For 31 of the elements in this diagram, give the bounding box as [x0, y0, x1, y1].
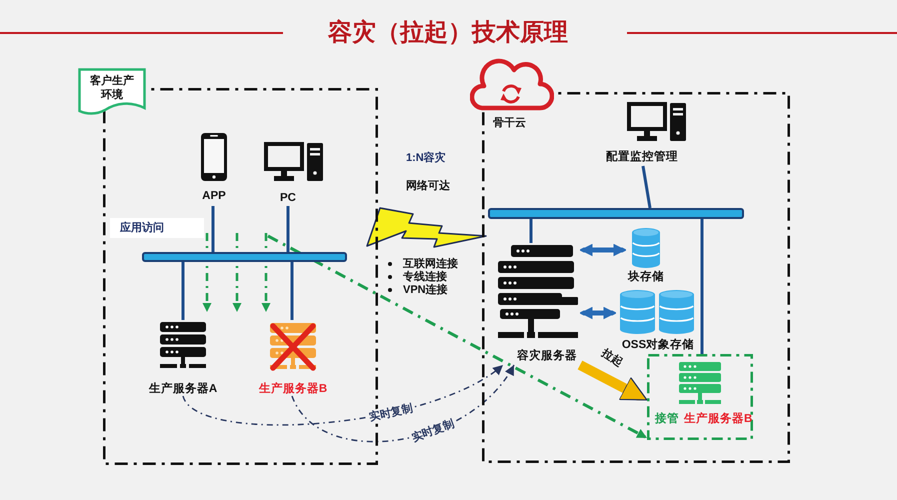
double-arrow	[580, 306, 616, 320]
list-item: 专线连接	[403, 270, 447, 284]
document-tag: 客户生产环境	[78, 68, 146, 116]
device-label: 配置监控管理	[606, 150, 678, 164]
dash-dot-arrow	[267, 234, 648, 440]
connector-line	[642, 166, 652, 208]
connector-line	[700, 219, 704, 354]
list-item: VPN连接	[403, 283, 448, 297]
connector-line	[212, 206, 214, 252]
double-arrow	[580, 244, 626, 256]
region-label: 骨干云	[493, 116, 526, 130]
connector-line	[290, 262, 294, 320]
callout-label: 应用访问	[110, 218, 204, 238]
device-label: PC	[280, 191, 296, 205]
server-label: 生产服务器A	[148, 382, 218, 396]
block-arrow	[578, 360, 648, 401]
connector-line	[530, 219, 532, 243]
server-label: 生产服务器B	[684, 412, 752, 426]
list-item: 互联网连接	[403, 257, 458, 270]
diagram-title: 容灾（拉起）技术原理	[328, 19, 568, 47]
storage-label: 块存储	[628, 270, 664, 284]
connector-line	[182, 262, 184, 320]
note-text: 网络可达	[406, 179, 450, 193]
note-text: 1:N容灾	[406, 151, 446, 165]
network-bus-bar	[488, 208, 744, 219]
network-bus-bar	[142, 252, 347, 262]
connector-line	[286, 206, 290, 252]
server-label: 生产服务器B	[258, 382, 328, 396]
device-label: APP	[202, 189, 226, 203]
server-label: 容灾服务器	[517, 349, 577, 363]
status-label: 接管	[655, 412, 679, 426]
